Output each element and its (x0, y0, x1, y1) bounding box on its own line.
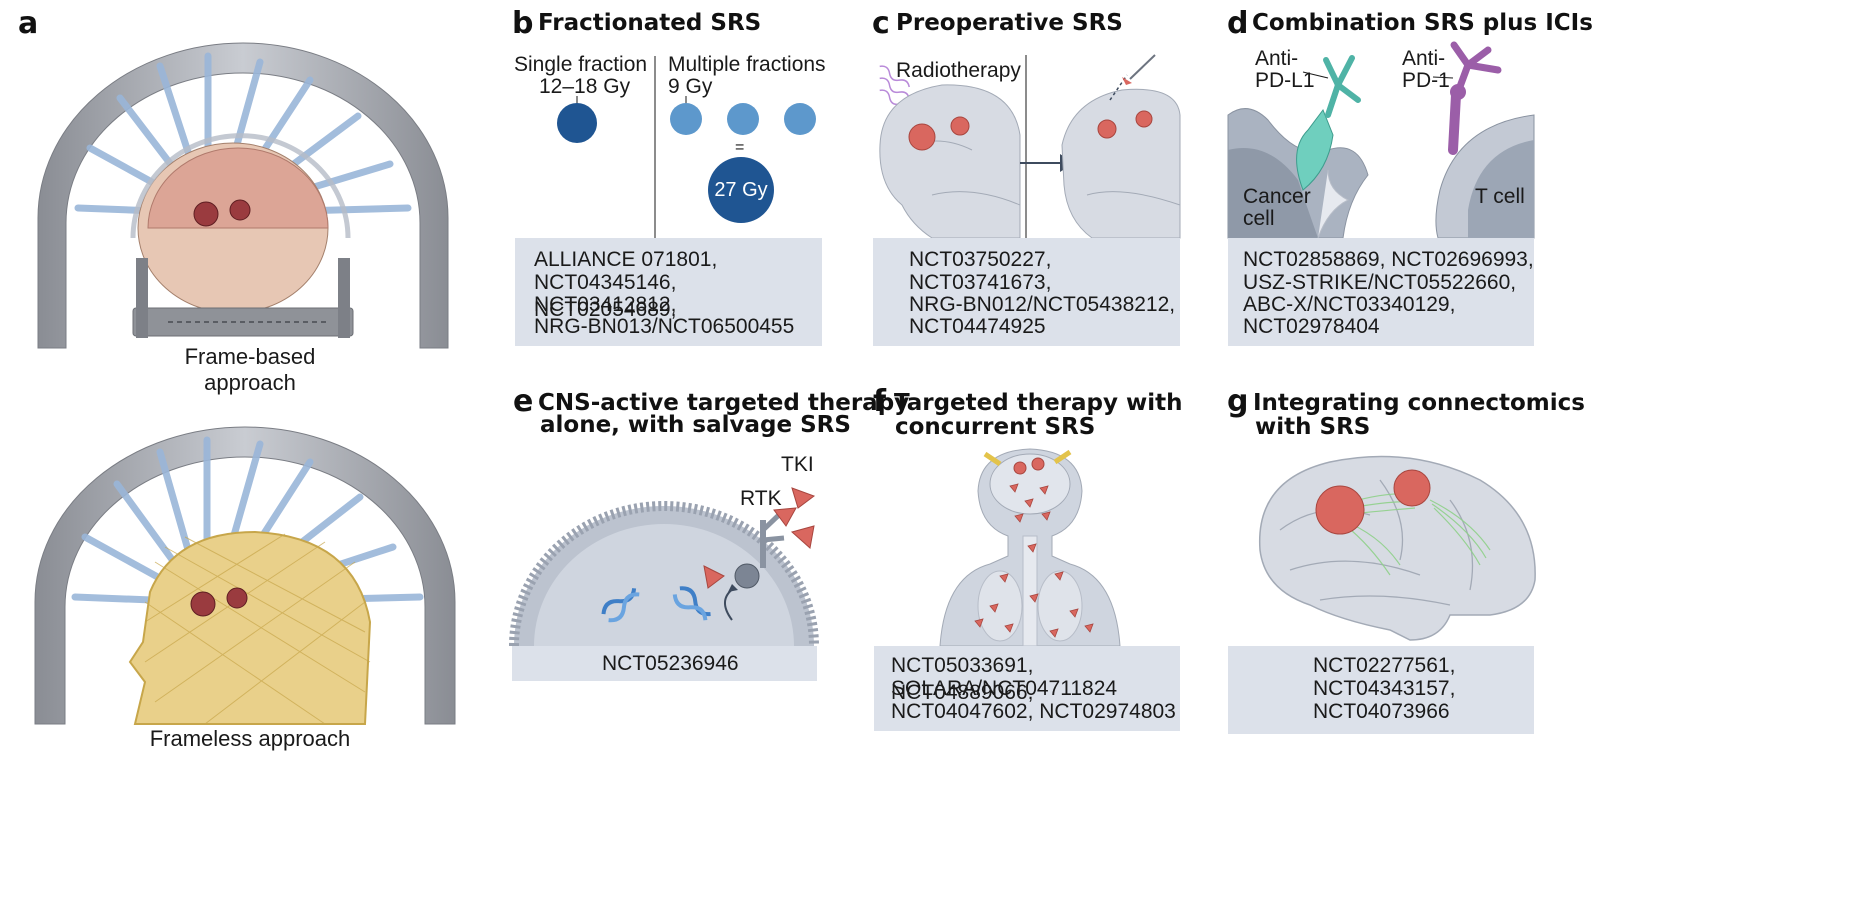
cancer-cell-label-2: cell (1243, 207, 1275, 230)
trial-id: NCT03741673, (909, 271, 1052, 294)
single-fraction-dose: 12–18 Gy (539, 75, 631, 98)
tki-triangle (703, 565, 725, 589)
panel-g-title-line-2: with SRS (1255, 414, 1371, 440)
pd-1-antibody (1448, 90, 1461, 155)
panel-f-title-line-2: concurrent SRS (895, 414, 1096, 440)
anti-pd-l1-label-2: PD-L1 (1255, 69, 1315, 92)
trial-id: NCT04073966 (1313, 700, 1450, 723)
trial-id: NCT04474925 (909, 315, 1046, 338)
panel-b-trials-box: ALLIANCE 071801, NCT04345146, NCT0205468… (515, 238, 822, 346)
panel-g-letter: g (1227, 384, 1249, 419)
trial-id: NCT03750227, (909, 248, 1052, 271)
trial-id: NCT04343157, (1313, 677, 1456, 700)
panel-d-letter: d (1227, 6, 1249, 41)
panel-f-trials-box: NCT05033691, NCT04889066, SOLARA/NCT0471… (874, 646, 1180, 731)
arrow-icon (1020, 154, 1074, 172)
preoperative-illustration (879, 54, 1181, 239)
anti-pd-1-label-1: Anti- (1402, 47, 1446, 70)
fraction-dose-circle (784, 103, 816, 135)
panel-c-trials-box: NCT03750227, NCT03741673, NRG-BN012/NCT0… (873, 238, 1180, 346)
panel-e-letter: e (513, 384, 534, 419)
tki-label: TKI (781, 453, 814, 476)
frame-based-illustration (37, 42, 449, 349)
tki-triangle (791, 487, 816, 509)
trial-id: NCT03412812, (534, 293, 677, 316)
targeted-therapy-cell-illustration (509, 487, 819, 647)
trial-id: USZ-STRIKE/NCT05522660, (1243, 271, 1517, 294)
single-fraction-dose-circle (557, 103, 597, 143)
body-illustration (939, 448, 1121, 647)
trial-id: NRG-BN012/NCT05438212, (909, 293, 1176, 316)
fraction-dose-circle (727, 103, 759, 135)
t-cell-label: T cell (1475, 185, 1525, 208)
frameless-illustration (34, 426, 456, 725)
tumor (950, 116, 970, 136)
panel-e-title-line-1: CNS-active targeted therapy (538, 390, 910, 416)
panel-e-title-line-2: alone, with salvage SRS (540, 412, 851, 438)
radiotherapy-label: Radiotherapy (896, 59, 1021, 82)
panel-d-trials-box: NCT02858869, NCT02696993, USZ-STRIKE/NCT… (1228, 238, 1534, 346)
trial-id: NRG-BN013/NCT06500455 (534, 315, 795, 338)
tumor (1393, 469, 1431, 507)
pd-l1-antibody (1296, 108, 1334, 191)
fraction-diagram (557, 56, 816, 238)
panel-b-letter: b (512, 6, 534, 41)
frame-based-caption: Frame-based approach (184, 344, 316, 395)
trial-id: NCT05236946 (602, 652, 739, 675)
rtk-label: RTK (740, 487, 782, 510)
fraction-dose-circle (670, 103, 702, 135)
total-dose-label: 27 Gy (714, 179, 768, 201)
connectomics-brain-illustration (1258, 455, 1536, 641)
anti-pd-l1-label-1: Anti- (1255, 47, 1299, 70)
panel-f-letter: f (873, 384, 887, 419)
panel-e-trials-box: NCT05236946 (512, 646, 817, 681)
panel-f-title-line-1: Targeted therapy with (894, 390, 1183, 416)
trial-id: SOLARA/NCT04711824 (891, 677, 1118, 700)
panel-b-title: Fractionated SRS (538, 10, 762, 36)
multiple-fractions-dose: 9 Gy (668, 75, 713, 98)
tki-triangle (773, 507, 797, 527)
trial-id: ALLIANCE 071801, (534, 248, 718, 271)
panel-g-title-line-1: Integrating connectomics (1253, 390, 1585, 416)
panel-c-title: Preoperative SRS (896, 10, 1123, 36)
immunotherapy-illustration (1227, 41, 1535, 239)
frameless-caption: Frameless approach (149, 726, 351, 751)
tumor (908, 123, 936, 151)
trial-id: NCT04345146, NCT02054689, (534, 271, 677, 321)
panel-a-letter: a (18, 6, 39, 41)
tumor (1013, 461, 1027, 475)
trial-id: NCT02978404 (1243, 315, 1380, 338)
tki-triangle (790, 525, 815, 549)
total-dose-circle (708, 157, 774, 223)
trial-id: NCT02858869, NCT02696993, (1243, 248, 1534, 271)
single-fraction-label: Single fraction (514, 53, 648, 76)
panel-g-trials-box: NCT02277561, NCT04343157, NCT04073966 (1228, 646, 1534, 734)
trial-id: NCT02277561, (1313, 654, 1456, 677)
tumor (1135, 110, 1153, 128)
anti-pd-1-label-2: PD-1 (1402, 69, 1450, 92)
trial-id: NCT04047602, NCT02974803 (891, 700, 1176, 723)
tumor (1097, 119, 1117, 139)
equals-sign: = (735, 139, 745, 156)
tumor (1315, 485, 1365, 535)
cancer-cell-label-1: Cancer (1243, 185, 1311, 208)
trial-id: ABC-X/NCT03340129, (1243, 293, 1456, 316)
panel-d-title: Combination SRS plus ICIs (1252, 10, 1593, 36)
tumor (1031, 457, 1045, 471)
trial-id: NCT05033691, NCT04889066, (891, 654, 1034, 704)
panel-c-letter: c (872, 6, 890, 41)
multiple-fractions-label: Multiple fractions (668, 53, 826, 76)
